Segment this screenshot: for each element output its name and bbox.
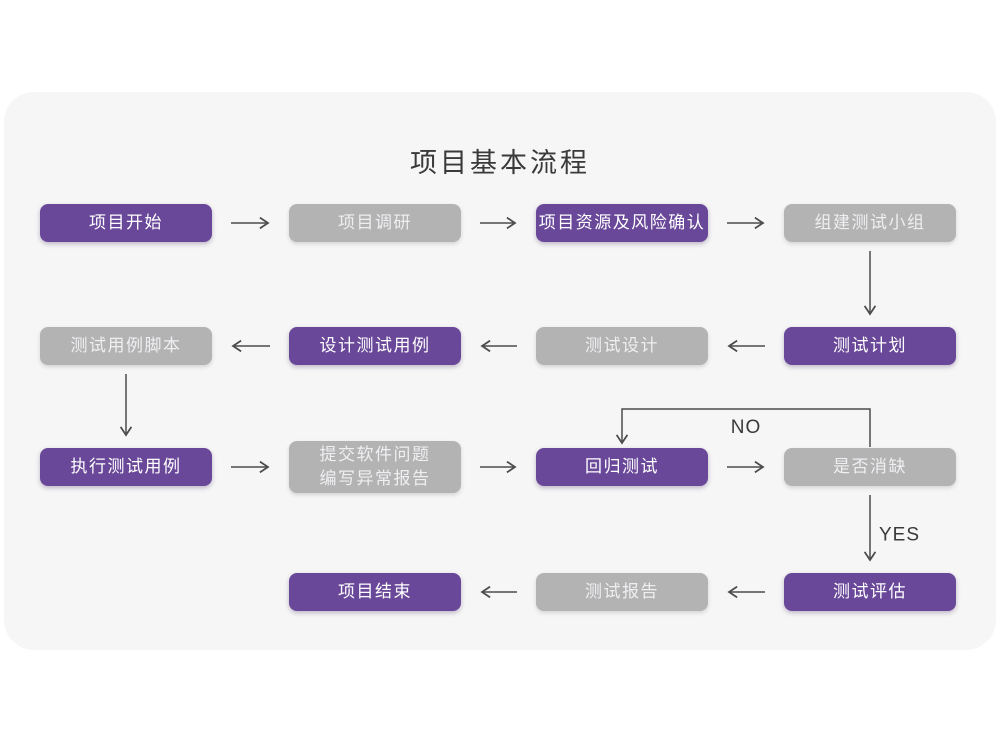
flowchart-card xyxy=(4,92,996,650)
flow-node-team: 组建测试小组 xyxy=(784,204,956,242)
flow-node-label: 提交软件问题 编写异常报告 xyxy=(319,445,431,488)
flow-node-plan: 测试计划 xyxy=(784,327,956,365)
flow-node-label: 测试计划 xyxy=(833,336,907,356)
flow-node-risk: 项目资源及风险确认 xyxy=(536,204,708,242)
flow-node-label: 组建测试小组 xyxy=(814,213,926,233)
flow-node-label: 回归测试 xyxy=(585,457,659,477)
flow-node-script: 测试用例脚本 xyxy=(40,327,212,365)
flow-node-label: 测试评估 xyxy=(833,582,907,602)
flow-node-label: 是否消缺 xyxy=(833,457,907,477)
flow-node-label: 项目开始 xyxy=(89,213,163,233)
flow-node-defect-check: 是否消缺 xyxy=(784,448,956,486)
flow-node-label: 项目结束 xyxy=(338,582,412,602)
flow-node-issue-report: 提交软件问题 编写异常报告 xyxy=(289,441,461,493)
flow-node-label: 测试报告 xyxy=(585,582,659,602)
flow-node-label: 执行测试用例 xyxy=(70,457,182,477)
flow-node-label: 测试用例脚本 xyxy=(70,336,182,356)
flow-node-research: 项目调研 xyxy=(289,204,461,242)
flow-node-label: 项目调研 xyxy=(338,213,412,233)
flow-node-report: 测试报告 xyxy=(536,573,708,611)
diagram-title: 项目基本流程 xyxy=(410,148,590,178)
flow-node-label: 测试设计 xyxy=(585,336,659,356)
flow-node-design: 测试设计 xyxy=(536,327,708,365)
flow-node-label: 项目资源及风险确认 xyxy=(538,213,706,233)
flow-node-regression: 回归测试 xyxy=(536,448,708,486)
flow-node-execute: 执行测试用例 xyxy=(40,448,212,486)
flow-node-start: 项目开始 xyxy=(40,204,212,242)
flow-node-end: 项目结束 xyxy=(289,573,461,611)
flow-node-label: 设计测试用例 xyxy=(319,336,431,356)
flow-node-case-design: 设计测试用例 xyxy=(289,327,461,365)
flow-node-evaluate: 测试评估 xyxy=(784,573,956,611)
